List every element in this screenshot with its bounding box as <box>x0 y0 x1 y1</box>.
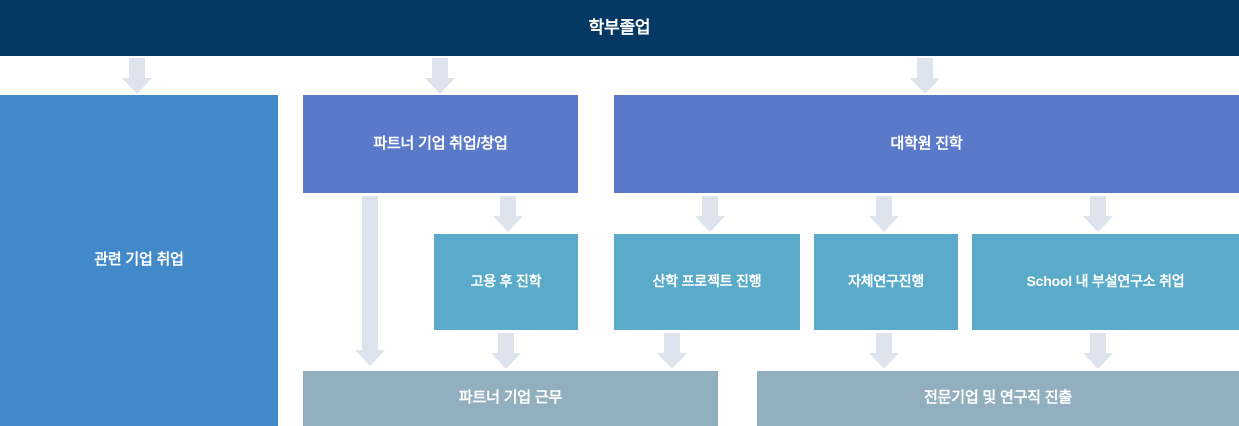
box-partner-company-work: 파트너 기업 근무 <box>303 371 718 426</box>
box-employment-then-graduate-study: 고용 후 진학 <box>434 234 578 330</box>
box-specialized-company-and-research-career: 전문기업 및 연구직 진출 <box>757 371 1239 426</box>
arrow-partner-employment-to-partner-work <box>355 196 385 366</box>
arrow-graduate-school-to-own-research <box>869 196 899 232</box>
box-school-affiliated-research-institute-employment: School 내 부설연구소 취업 <box>972 234 1239 330</box>
box-related-company-employment: 관련 기업 취업 <box>0 95 278 426</box>
arrow-industry-project-to-partner-work <box>657 333 687 369</box>
flowchart-header-box: 학부졸업 <box>0 0 1239 56</box>
arrow-employ-then-study-to-partner-work <box>491 333 521 369</box>
arrow-own-research-to-specialized-career <box>869 333 899 369</box>
box-industry-academic-project: 산학 프로젝트 진행 <box>614 234 800 330</box>
box-independent-research: 자체연구진행 <box>814 234 958 330</box>
arrow-school-institute-to-specialized-career <box>1083 333 1113 369</box>
arrow-graduate-school-to-industry-project <box>695 196 725 232</box>
box-graduate-school-admission: 대학원 진학 <box>614 95 1239 193</box>
arrow-graduate-school-to-school-research-institute <box>1083 196 1113 232</box>
arrow-header-to-related-company <box>122 58 152 94</box>
arrow-header-to-graduate-school <box>910 58 940 94</box>
arrow-header-to-partner-company <box>425 58 455 94</box>
arrow-partner-employment-to-employ-then-study <box>493 196 523 232</box>
box-partner-company-employment-startup: 파트너 기업 취업/창업 <box>303 95 578 193</box>
